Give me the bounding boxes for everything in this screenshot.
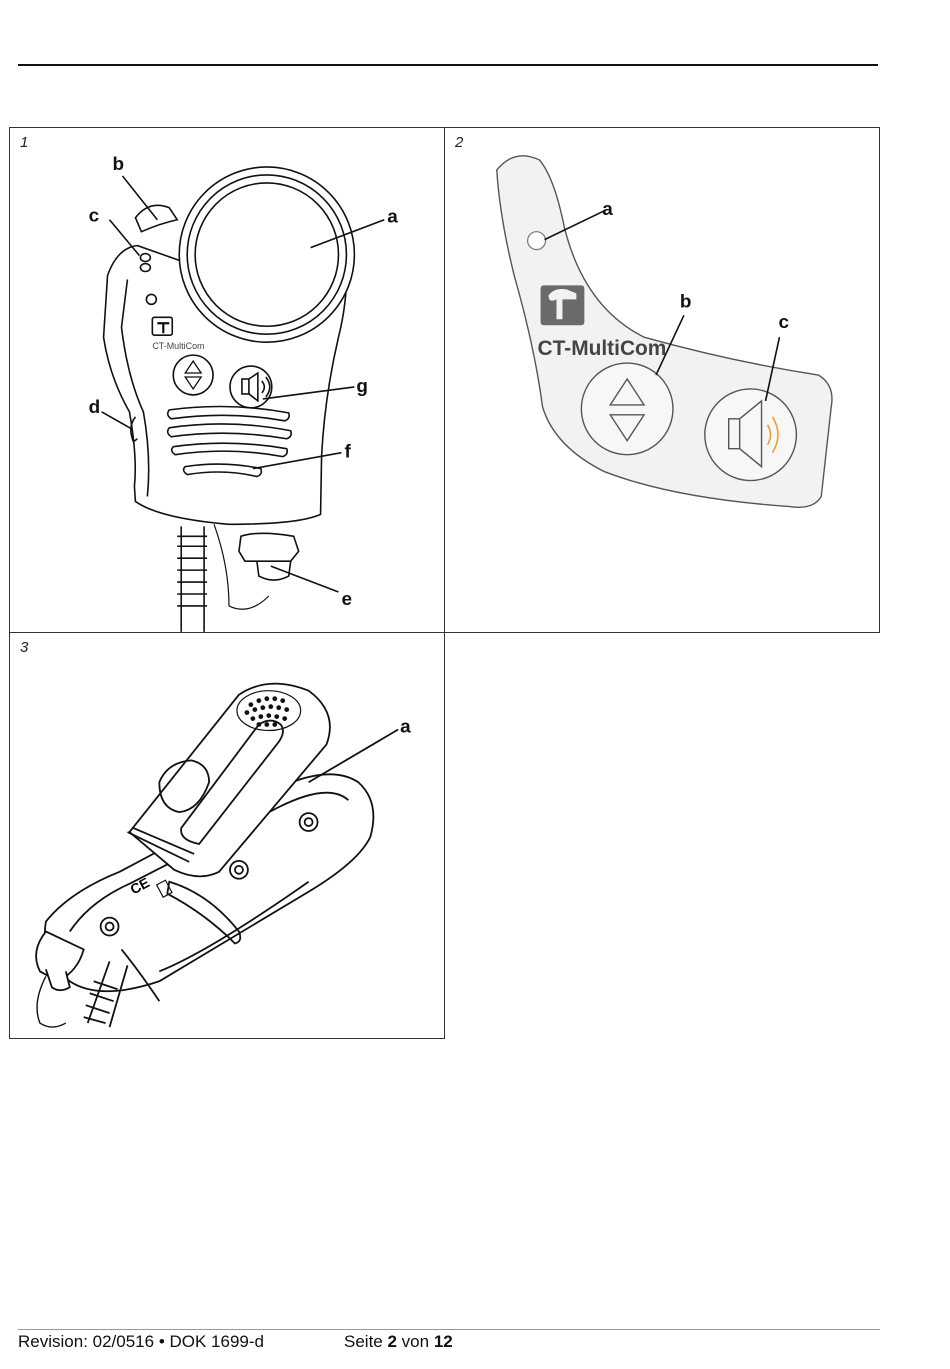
footer-rule: [18, 1329, 880, 1330]
speaker-icon: [727, 399, 779, 469]
header-rule: [18, 64, 878, 66]
page-middle: von: [396, 1332, 434, 1351]
figure-1-callout-a: a: [387, 207, 398, 228]
weee-bin-icon: [155, 879, 173, 899]
speaker-grille-dots: [244, 696, 290, 727]
speaker-button: [704, 388, 798, 482]
figure-2-number: 2: [455, 134, 464, 151]
volume-up-down-button: [580, 362, 674, 456]
figure-2-callout-a: a: [602, 199, 613, 220]
figure-1-callout-c: c: [89, 206, 100, 227]
figure-3-panel: CE a 3: [9, 632, 445, 1039]
figure-1-panel: CT-MultiCom b c a d g f e 1: [9, 127, 445, 633]
figure-1-callout-b: b: [113, 154, 125, 175]
rear-view-clip-drawing: CE a: [35, 682, 411, 1028]
footer-revision: Revision: 02/0516 • DOK 1699-d: [18, 1332, 264, 1351]
footer-page-number: Seite 2 von 12: [344, 1332, 453, 1352]
figure-1-callout-g: g: [356, 376, 368, 397]
ct-logo-icon: [540, 285, 585, 326]
page-current: 2: [387, 1332, 397, 1351]
figure-1-logo-label: CT-MultiCom: [152, 341, 204, 351]
figure-1-callout-e: e: [341, 589, 352, 610]
figure-2-panel: CT-MultiCom a b c 2: [444, 127, 880, 633]
arrow-down-icon: [608, 414, 646, 442]
figure-1-callout-f: f: [344, 442, 351, 463]
figure-1-number: 1: [20, 134, 29, 151]
figure-3-number: 3: [20, 639, 29, 656]
handheld-microphone-drawing: CT-MultiCom b c a d g f e: [89, 154, 398, 632]
figure-2-logo-label: CT-MultiCom: [538, 337, 667, 360]
figure-2-callout-c: c: [778, 312, 789, 333]
led-indicator: [527, 231, 547, 251]
figure-3-callout-a: a: [400, 717, 411, 738]
front-overlay-drawing: CT-MultiCom a b c: [496, 155, 833, 508]
page-total: 12: [433, 1332, 453, 1351]
arrow-up-icon: [608, 377, 646, 406]
figure-2-callout-b: b: [680, 291, 692, 312]
figure-1-callout-d: d: [89, 397, 101, 418]
page-prefix: Seite: [344, 1332, 388, 1351]
